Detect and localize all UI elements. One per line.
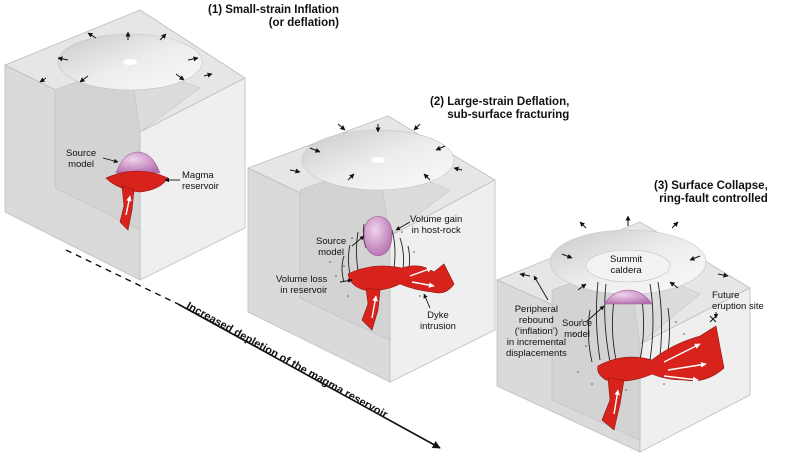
panel-1-label-source-model-l2: model	[68, 159, 94, 170]
panel-1-label-magma-reservoir: Magma reservoir	[182, 170, 219, 192]
block-2	[246, 115, 496, 383]
panel-2-label-source-model-l2: model	[318, 247, 344, 258]
block-1-summit-point	[123, 59, 137, 65]
panel-2-label-dyke-intrusion: Dyke intrusion	[420, 310, 456, 332]
panel-3-label-future-eruption-l1: Future	[712, 290, 740, 301]
panel-3-label-summit-caldera: Summit caldera	[610, 254, 642, 276]
block-3-deformation-arrows	[519, 215, 729, 291]
panel-1-label-source-model: Source model	[66, 148, 96, 170]
panel-3-title-line1: (3) Surface Collapse,	[654, 180, 768, 192]
block-1	[4, 9, 246, 281]
panel-3-label-rebound-l2: rebound	[518, 315, 554, 326]
panel-1-title-line1: (1) Small-strain Inflation	[208, 4, 339, 16]
panel-3-label-future-eruption: Future eruption site	[712, 290, 764, 312]
panel-1-title: (1) Small-strain Inflation (or deflation…	[208, 4, 339, 30]
panel-2-label-volume-gain-l2: in host-rock	[411, 225, 461, 236]
block-1-right-face	[139, 77, 246, 281]
block-2-summit-point	[371, 157, 385, 163]
panel-3-label-peripheral-rebound: Peripheral rebound (‘inflation’) in incr…	[506, 304, 567, 359]
panel-2-title: (2) Large-strain Deflation, sub-surface …	[430, 96, 569, 122]
panel-2-label-volume-loss-l1: Volume loss	[276, 274, 328, 285]
panel-2-title-line1: (2) Large-strain Deflation,	[430, 96, 570, 108]
panel-3-label-rebound-l4: in incremental	[506, 337, 566, 348]
block-1-magma-reservoir	[105, 170, 169, 231]
panel-3-label-source-model: Source model	[562, 318, 592, 340]
panel-3-label-future-eruption-l2: eruption site	[712, 301, 764, 312]
panel-3-title: (3) Surface Collapse, ring-fault control…	[654, 180, 768, 206]
block-1-source-model	[115, 151, 161, 174]
panel-2-label-volume-loss-l2: in reservoir	[280, 285, 328, 296]
block-2-deformation-arrows	[289, 123, 463, 181]
panel-1-label-magma-reservoir-l2: reservoir	[182, 181, 219, 192]
panel-2-title-line2: sub-surface fracturing	[447, 109, 570, 121]
panel-2-label-source-model: Source model	[316, 236, 346, 258]
panel-3-label-summit-caldera-l1: Summit	[610, 254, 643, 265]
depletion-axis-arrow	[177, 303, 441, 449]
panel-3-label-rebound-l3: (‘inflation’)	[514, 326, 559, 337]
panel-2-label-source-model-l1: Source	[316, 236, 347, 247]
depletion-axis-dashed	[65, 249, 179, 305]
panel-3-label-rebound-l5: displacements	[506, 348, 567, 359]
panel-2-label-volume-gain-l1: Volume gain	[410, 214, 463, 225]
panel-1-label-source-model-l1: Source	[66, 148, 97, 159]
panel-2-label-dyke-l1: Dyke	[427, 310, 449, 321]
panel-2-label-volume-loss: Volume loss in reservoir	[276, 274, 327, 296]
block-3-magma-reservoir	[597, 325, 725, 431]
panel-2-label-dyke-l2: intrusion	[420, 321, 456, 332]
depletion-axis	[65, 249, 441, 449]
block-2-source-model	[363, 215, 393, 257]
panel-3-label-rebound-l1: Peripheral	[514, 304, 559, 315]
panel-2-label-volume-gain: Volume gain in host-rock	[410, 214, 462, 236]
panel-3-label-source-model-l2: model	[564, 329, 590, 340]
panel-3-label-source-model-l1: Source	[562, 318, 593, 329]
block-3	[495, 215, 751, 453]
block-3-ring-faults	[587, 281, 671, 363]
panel-3-label-summit-caldera-l2: caldera	[610, 265, 642, 276]
panel-1-title-line2: (or deflation)	[268, 17, 339, 29]
block-2-magma-reservoir	[347, 263, 455, 331]
block-3-source-model	[603, 289, 653, 305]
block-3-caldera-floor	[585, 249, 671, 283]
block-1-deformation-arrows	[39, 31, 213, 83]
panel-3-title-line2: ring-fault controlled	[659, 193, 768, 205]
panel-1-label-magma-reservoir-l1: Magma	[182, 170, 214, 181]
